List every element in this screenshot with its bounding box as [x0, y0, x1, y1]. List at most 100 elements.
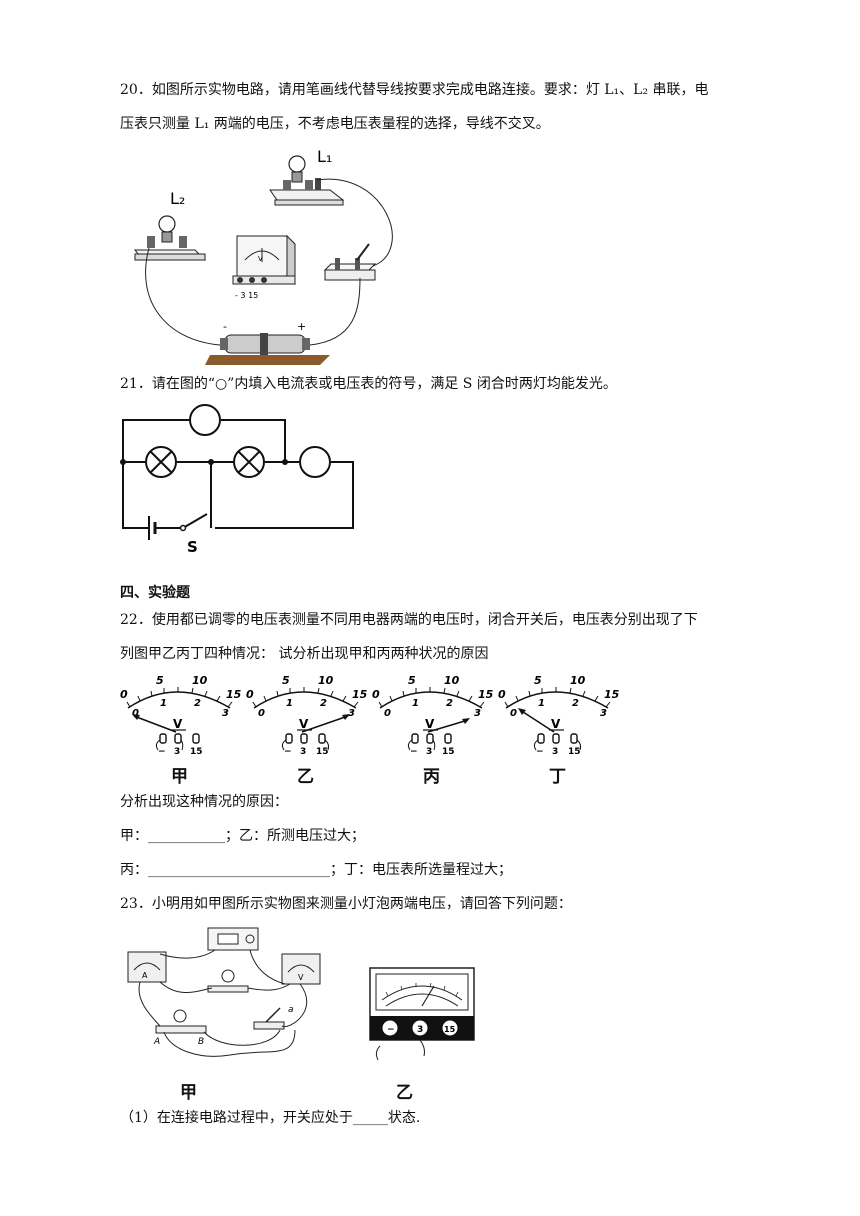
svg-text:5: 5 [282, 674, 290, 687]
svg-text:−: − [536, 747, 544, 757]
svg-text:2: 2 [194, 698, 201, 709]
svg-text:15: 15 [568, 747, 581, 757]
svg-text:3: 3 [474, 708, 481, 719]
q21-circuit-diagram: S [120, 404, 354, 556]
svg-text:3: 3 [426, 747, 432, 757]
svg-text:V: V [173, 717, 183, 731]
svg-text:3: 3 [174, 747, 180, 757]
svg-text:15: 15 [478, 688, 494, 701]
svg-text:0: 0 [510, 708, 517, 719]
lamp-right [233, 446, 265, 478]
q22-line2: 列图甲乙丙丁四种情况： 试分析出现甲和丙两种状况的原因 [120, 646, 489, 662]
q22-line1: 22．使用都已调零的电压表测量不同用电器两端的电压时，闭合开关后，电压表分别出现… [120, 612, 698, 628]
power-supply [207, 927, 259, 951]
lamp-middle [207, 969, 249, 993]
section-title: 四、实验题 [120, 585, 190, 601]
battery-negative: - [223, 320, 227, 333]
q20-circuit-figure: L₁ L₂ V - 3 15 - + [133, 147, 393, 365]
wire-l1-switch [316, 178, 393, 267]
svg-text:3: 3 [222, 708, 229, 719]
meter-caption-bing: 丙 [423, 767, 440, 787]
svg-text:1: 1 [538, 698, 545, 709]
needle [421, 985, 435, 1007]
needle [519, 709, 555, 733]
svg-text:10: 10 [444, 674, 460, 687]
svg-text:B: B [198, 1037, 204, 1047]
q22-bing-line: 丙：__________________________；丁：电压表所选量程过大… [120, 862, 512, 878]
needle [301, 715, 349, 733]
q23-caption-jia: 甲 [180, 1083, 197, 1103]
voltmeter-letter: V [258, 255, 263, 263]
svg-text:−: − [284, 747, 292, 757]
svg-text:0: 0 [258, 708, 265, 719]
wire-battery-switch [309, 277, 361, 346]
lamp-l2-board [133, 215, 207, 261]
meter-circle-right [299, 446, 331, 478]
q22-jia-line: 甲：___________；乙：所测电压过大； [120, 828, 365, 844]
svg-text:−: − [158, 747, 166, 757]
svg-text:10: 10 [570, 674, 586, 687]
needle [133, 715, 177, 733]
battery-symbol [145, 516, 183, 540]
q23-caption-yi: 乙 [396, 1083, 413, 1103]
switch-label: S [187, 538, 198, 556]
knife-switch [323, 243, 377, 281]
voltmeter-device [232, 234, 296, 286]
svg-text:0: 0 [498, 688, 506, 701]
meter-caption-ding: 丁 [549, 767, 566, 787]
meter-circle-top [189, 404, 221, 436]
lamp-l1-board [269, 155, 345, 206]
svg-text:a: a [288, 1005, 294, 1015]
q21-text: 21．请在图的“○”内填入电流表或电压表的符号，满足 S 闭合时两灯均能发光。 [120, 376, 617, 392]
voltmeter [281, 953, 321, 985]
meter-bing: 0 5 10 15 0 1 2 3 V − 3 15 [372, 674, 494, 757]
scale-0: 0 [120, 688, 128, 701]
label-l1: L₁ [317, 147, 332, 166]
svg-text:15: 15 [352, 688, 368, 701]
svg-text:15: 15 [444, 1025, 456, 1034]
voltmeter-terminals: - 3 15 [235, 291, 258, 300]
svg-text:2: 2 [446, 698, 453, 709]
q22-analysis-title: 分析出现这种情况的原因： [120, 794, 288, 810]
label-l2: L₂ [170, 189, 185, 208]
svg-text:V: V [551, 717, 561, 731]
svg-text:5: 5 [408, 674, 416, 687]
lamp-left [145, 446, 177, 478]
svg-text:V: V [425, 717, 435, 731]
svg-text:2: 2 [572, 698, 579, 709]
svg-text:15: 15 [442, 747, 455, 757]
svg-text:−: − [387, 1025, 395, 1035]
battery-positive: + [297, 320, 306, 333]
battery [205, 333, 330, 365]
svg-text:1: 1 [160, 698, 167, 709]
svg-text:1: 1 [412, 698, 419, 709]
svg-text:3: 3 [417, 1025, 423, 1035]
meter-caption-jia: 甲 [171, 767, 188, 787]
svg-text:15: 15 [190, 747, 203, 757]
scale-15: 15 [226, 688, 242, 701]
wire-l2-battery [145, 247, 221, 346]
svg-text:A: A [153, 1037, 160, 1047]
scale-10: 10 [192, 674, 208, 687]
svg-text:V: V [298, 973, 304, 982]
svg-text:15: 15 [316, 747, 329, 757]
svg-text:1: 1 [286, 698, 293, 709]
meter-ding: 0 5 10 15 0 1 2 3 V − 3 15 [498, 674, 620, 757]
svg-text:10: 10 [318, 674, 334, 687]
q23-figure-yi: − 3 15 [369, 967, 475, 1061]
svg-text:5: 5 [534, 674, 542, 687]
svg-text:0: 0 [372, 688, 380, 701]
svg-text:3: 3 [600, 708, 607, 719]
svg-text:15: 15 [604, 688, 620, 701]
q23-sub1: （1）在连接电路过程中，开关应处于_____状态. [120, 1110, 421, 1126]
meter-caption-yi: 乙 [297, 767, 314, 787]
svg-text:A: A [142, 971, 148, 980]
q20-line1: 20．如图所示实物电路，请用笔画线代替导线按要求完成电路连接。要求：灯 L₁、L… [120, 82, 709, 98]
q20-line2: 压表只测量 L₁ 两端的电压，不考虑电压表量程的选择，导线不交叉。 [120, 116, 550, 132]
svg-text:0: 0 [246, 688, 254, 701]
q22-meter-row: 0 5 10 15 0 1 2 3 V − 3 15 甲 0 5 10 15 0… [118, 670, 620, 787]
svg-text:0: 0 [384, 708, 391, 719]
q23-text: 23．小明用如甲图所示实物图来测量小灯泡两端电压，请回答下列问题： [120, 896, 572, 912]
svg-text:−: − [410, 747, 418, 757]
svg-text:2: 2 [320, 698, 327, 709]
